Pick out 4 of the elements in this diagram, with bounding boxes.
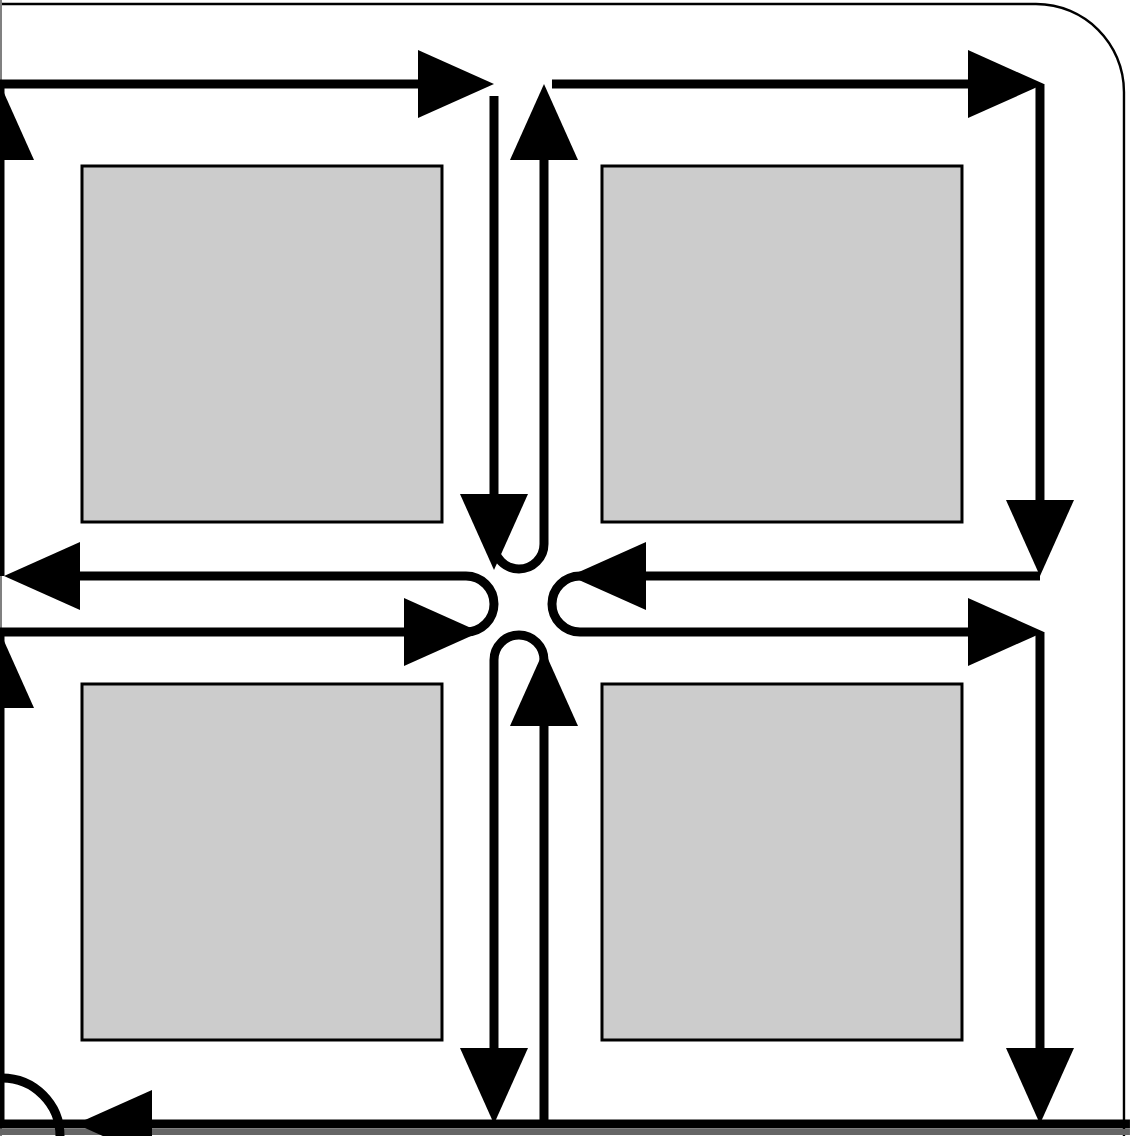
parking-area [600,164,964,524]
parking-area [80,164,444,524]
parking-area [600,682,964,1042]
parking-area [80,682,444,1042]
